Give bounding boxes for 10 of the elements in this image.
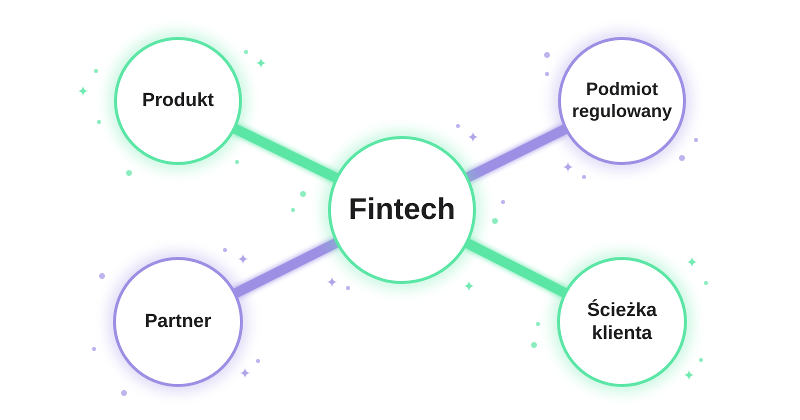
- connector-line: [464, 238, 568, 298]
- node-label: Produkt: [142, 89, 214, 113]
- connector-line: [232, 124, 340, 183]
- node-label: Fintech: [348, 192, 456, 228]
- node-label: Podmiot regulowany: [570, 79, 674, 123]
- connector-line: [232, 238, 340, 298]
- connector-line: [464, 124, 569, 183]
- node-label: Ścieżka klienta: [586, 298, 658, 346]
- circle-node: [328, 136, 476, 284]
- node-label: Partner: [144, 310, 212, 334]
